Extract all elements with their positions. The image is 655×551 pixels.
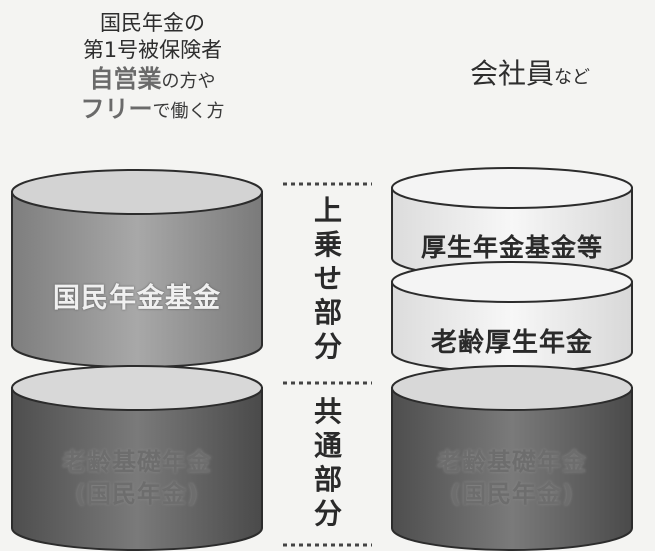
right-column-heading: 会社員など — [430, 56, 630, 92]
right-lower-label-line2: (国民年金) — [450, 480, 574, 508]
left-heading-line1: 国民年金の — [100, 11, 205, 35]
left-lower-label: 老齢基礎年金 (国民年金) — [22, 446, 252, 510]
right-middle-label: 老齢厚生年金 — [430, 328, 593, 358]
additional-portion-label: 上 乗 せ 部 分 — [298, 194, 358, 364]
additional-char-3: せ — [313, 262, 342, 295]
additional-char-1: 上 — [313, 194, 342, 227]
right-lower-label: 老齢基礎年金 (国民年金) — [398, 446, 626, 510]
additional-char-5: 分 — [313, 330, 342, 363]
left-upper-cylinder — [11, 169, 263, 368]
left-lower-label-line2: (国民年金) — [75, 480, 199, 508]
left-heading-self-employed: 自営業 — [89, 64, 162, 93]
left-heading-line2: 第1号被保険者 — [82, 37, 223, 62]
right-lower-label-line1: 老齢基礎年金 — [437, 448, 587, 476]
right-heading-main: 会社員 — [469, 57, 554, 90]
left-heading-line3: 自営業の方や — [40, 64, 265, 95]
left-heading-line4-rest: で働く方 — [152, 101, 225, 123]
common-char-4: 分 — [313, 497, 342, 530]
additional-char-4: 部 — [313, 296, 342, 329]
left-heading-line3-rest: の方や — [161, 70, 216, 92]
right-middle-cylinder — [391, 261, 633, 373]
common-char-1: 共 — [313, 395, 342, 428]
common-char-2: 通 — [313, 429, 342, 462]
common-char-3: 部 — [313, 463, 342, 496]
middle-separators — [283, 182, 372, 547]
left-column-heading: 国民年金の 第1号被保険者 自営業の方や フリーで働く方 — [40, 10, 265, 125]
left-upper-label: 国民年金基金 — [53, 283, 221, 314]
left-heading-freelance: フリー — [80, 95, 153, 124]
left-lower-cylinder — [11, 365, 263, 551]
left-lower-label-line1: 老齢基礎年金 — [62, 448, 212, 476]
left-heading-line4: フリーで働く方 — [40, 94, 265, 125]
right-heading-suffix: など — [554, 67, 590, 88]
right-top-label: 厚生年金基金等 — [420, 233, 603, 262]
right-lower-cylinder — [391, 365, 633, 551]
common-portion-label: 共 通 部 分 — [298, 395, 358, 531]
additional-char-2: 乗 — [313, 228, 342, 261]
